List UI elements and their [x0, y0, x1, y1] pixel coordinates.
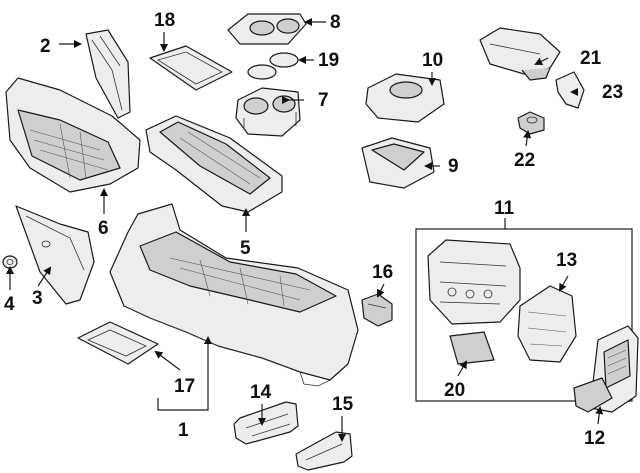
part-21-armrest-lid — [479, 27, 561, 81]
part-1-console-body — [109, 203, 359, 387]
callout-15: 15 — [332, 394, 354, 415]
part-10-shifter-bezel — [365, 73, 445, 123]
part-12-rear-vent — [573, 325, 639, 413]
callout-19: 19 — [318, 50, 339, 71]
part-20-pad — [449, 331, 495, 365]
part-3-side-cover — [15, 205, 95, 305]
part-16-switch — [361, 293, 393, 327]
callout-21: 21 — [580, 48, 602, 69]
callout-20: 20 — [444, 380, 465, 401]
part-4-clip — [2, 255, 18, 269]
callout-23: 23 — [602, 82, 623, 103]
callout-4: 4 — [4, 294, 15, 315]
callout-11: 11 — [494, 198, 515, 219]
part-11-assembly-box — [415, 228, 633, 402]
callout-18: 18 — [154, 10, 175, 31]
callout-3: 3 — [32, 288, 43, 309]
callout-7: 7 — [318, 90, 329, 111]
part-18-tray — [149, 45, 233, 91]
part-17-lower-tray — [77, 321, 159, 365]
callout-13: 13 — [556, 250, 577, 271]
callout-6: 6 — [98, 218, 109, 239]
callout-10: 10 — [422, 50, 443, 71]
part-2-side-trim — [85, 29, 131, 119]
part-7-cupholder — [235, 87, 301, 137]
callout-1: 1 — [178, 420, 189, 441]
part-15-bracket — [295, 431, 353, 471]
part-22-latch — [517, 111, 545, 135]
part-9-bin — [361, 137, 435, 189]
callout-12: 12 — [584, 428, 605, 449]
callout-8: 8 — [330, 12, 341, 33]
callout-5: 5 — [240, 238, 251, 259]
part-5-armrest-bin — [145, 115, 283, 213]
callout-17: 17 — [174, 376, 195, 397]
callout-22: 22 — [514, 150, 535, 171]
part-13-bracket — [517, 285, 577, 363]
callout-16: 16 — [372, 262, 393, 283]
part-11-control-module — [427, 239, 521, 325]
part-6-storage-panel — [5, 77, 141, 193]
leader-lines — [6, 18, 604, 442]
callout-labels: 2 18 8 19 7 10 21 23 22 9 6 5 11 13 16 3… — [4, 10, 623, 449]
part-14-bracket — [233, 401, 299, 445]
callout-2: 2 — [40, 36, 51, 57]
part-8-cupholder-trim — [227, 13, 307, 45]
callout-9: 9 — [448, 156, 459, 177]
callout-14: 14 — [250, 382, 272, 403]
part-23-hinge-cover — [555, 71, 585, 109]
part-19-cup-mats — [247, 52, 299, 80]
